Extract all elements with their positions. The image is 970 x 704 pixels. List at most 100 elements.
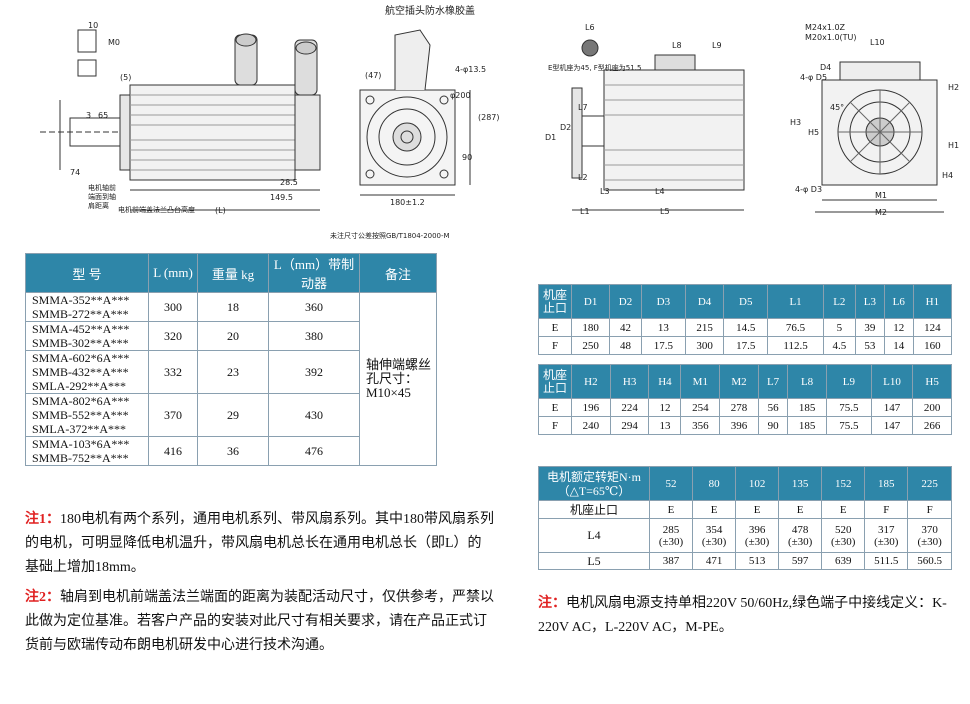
col-header: L2 xyxy=(822,284,856,319)
value-cell: 14.5 xyxy=(723,318,769,337)
frame-cell: F xyxy=(538,416,572,435)
col-header: D1 xyxy=(570,284,611,319)
value-cell: 56 xyxy=(757,398,789,417)
svg-text:4-φ D5: 4-φ D5 xyxy=(800,73,827,82)
l4-cell: 285(±30) xyxy=(648,518,694,553)
table-row: SMMA-452**A***SMMB-302**A*** 320 20 380 xyxy=(25,321,437,351)
value-cell: 356 xyxy=(680,416,721,435)
col-header: L10 xyxy=(870,364,914,399)
note-3-label: 注： xyxy=(538,596,566,611)
motor-flange-view xyxy=(359,29,471,196)
col-weight: 重量 kg xyxy=(197,253,269,293)
svg-text:90: 90 xyxy=(462,153,472,162)
l4-cell: 317(±30) xyxy=(864,518,909,553)
note-1-text: 180电机有两个系列，通用电机系列、带风扇系列。其中180带风扇系列的电机，可明… xyxy=(25,512,494,575)
svg-text:L10: L10 xyxy=(870,38,885,47)
length-cell: 370 xyxy=(148,393,198,437)
l5-cell: 513 xyxy=(735,552,780,570)
table-row: 机座止口 E E E E E F F xyxy=(538,500,952,519)
svg-text:149.5: 149.5 xyxy=(270,193,293,202)
col-header: L3 xyxy=(854,284,885,319)
col-torque: 电机额定转矩N·m（△T=65℃） xyxy=(538,466,650,501)
table-row: SMMA-602*6A***SMMB-432**A***SMLA-292**A*… xyxy=(25,350,437,394)
svg-text:L9: L9 xyxy=(712,41,722,50)
weight-cell: 18 xyxy=(197,292,269,322)
torque-header: 152 xyxy=(821,466,866,501)
svg-text:H2: H2 xyxy=(948,83,959,92)
value-cell: 13 xyxy=(648,416,682,435)
table-row: SMMA-352**A***SMMB-272**A*** 300 18 360 … xyxy=(25,292,437,466)
svg-text:(47): (47) xyxy=(365,71,381,80)
value-cell: 294 xyxy=(609,416,650,435)
svg-text:D2: D2 xyxy=(560,123,571,132)
value-cell: 185 xyxy=(787,398,827,417)
weight-cell: 36 xyxy=(197,436,269,466)
l4-cell: 354(±30) xyxy=(692,518,737,553)
svg-text:M0: M0 xyxy=(108,38,120,47)
length-cell: 300 xyxy=(148,292,198,322)
value-cell: 147 xyxy=(870,398,914,417)
col-header: M1 xyxy=(680,364,721,399)
note-1: 注1：180电机有两个系列，通用电机系列、带风扇系列。其中180带风扇系列的电机… xyxy=(25,508,495,580)
col-header: L1 xyxy=(767,284,824,319)
col-frame: 机座止口 xyxy=(538,364,572,399)
note-3: 注：电机风扇电源支持单相220V 50/60Hz,绿色端子中接线定义：K-220… xyxy=(538,592,958,640)
svg-text:10: 10 xyxy=(88,21,98,30)
motor-side-view xyxy=(40,29,321,211)
col-header: D4 xyxy=(684,284,725,319)
value-cell: 75.5 xyxy=(825,416,872,435)
col-header: D2 xyxy=(609,284,642,319)
value-cell: 13 xyxy=(640,318,686,337)
value-cell: 17.5 xyxy=(723,336,769,355)
model-cell: SMMA-602*6A***SMMB-432**A***SMLA-292**A*… xyxy=(25,350,149,394)
col-header: H3 xyxy=(609,364,650,399)
value-cell: 266 xyxy=(912,416,952,435)
value-cell: 112.5 xyxy=(767,336,824,355)
table-row: L4 285(±30) 354(±30) 396(±30) 478(±30) 5… xyxy=(538,518,952,553)
col-remark: 备注 xyxy=(359,253,437,293)
value-cell: 5 xyxy=(822,318,856,337)
col-header: L9 xyxy=(825,364,872,399)
col-header: H1 xyxy=(912,284,953,319)
col-length-brake: L（mm）带制动器 xyxy=(268,253,360,293)
frame-note: E型机座为45, F型机座为51.5 xyxy=(548,63,641,72)
connector-cover-label: 航空插头防水橡胶盖 xyxy=(385,4,475,17)
table-row: SMMA-103*6A***SMMB-752**A*** 416 36 476 xyxy=(25,436,437,466)
value-cell: 12 xyxy=(648,398,682,417)
note-2-text: 轴肩到电机前端盖法兰端面的距离为装配活动尺寸，仅供参考，严禁以此做为定位基准。若… xyxy=(25,590,494,653)
svg-text:D1: D1 xyxy=(545,133,556,142)
l4-cell: 520(±30) xyxy=(821,518,866,553)
svg-text:(287): (287) xyxy=(478,113,500,122)
frame-cell: F xyxy=(864,500,909,519)
length-cell: 320 xyxy=(148,321,198,351)
length-brake-cell: 476 xyxy=(268,436,360,466)
frame-cell: E xyxy=(692,500,737,519)
torque-header: 135 xyxy=(778,466,823,501)
model-cell: SMMA-452**A***SMMB-302**A*** xyxy=(25,321,149,351)
technical-drawing: 10 M0 (5) 3 65 74 28.5 149.5 (L) 电机轴前 端面… xyxy=(40,4,959,240)
fan-motor-front-view xyxy=(815,61,944,213)
model-table: 型 号 L (mm) 重量 kg L（mm）带制动器 备注 SMMA-352**… xyxy=(25,253,437,466)
svg-text:L4: L4 xyxy=(655,187,665,196)
l5-cell: 387 xyxy=(648,552,694,570)
value-cell: 180 xyxy=(570,318,611,337)
value-cell: 250 xyxy=(570,336,611,355)
remark-cell: 轴伸端螺丝孔尺寸：M10×45 xyxy=(359,292,437,466)
weight-cell: 23 xyxy=(197,350,269,394)
value-cell: 300 xyxy=(684,336,725,355)
label-shoulder-distance: 肩距离 xyxy=(88,201,109,210)
value-cell: 48 xyxy=(609,336,642,355)
length-cell: 416 xyxy=(148,436,198,466)
svg-text:L3: L3 xyxy=(600,187,610,196)
value-cell: 76.5 xyxy=(767,318,824,337)
svg-text:3: 3 xyxy=(86,111,91,120)
value-cell: 17.5 xyxy=(640,336,686,355)
frame-cell: E xyxy=(778,500,823,519)
svg-text:D4: D4 xyxy=(820,63,831,72)
value-cell: 215 xyxy=(684,318,725,337)
value-cell: 90 xyxy=(757,416,789,435)
svg-text:M20x1.0(TU): M20x1.0(TU) xyxy=(805,33,857,42)
table-row: L5 387 471 513 597 639 511.5 560.5 xyxy=(538,552,952,570)
frame-cell: F xyxy=(538,336,572,355)
col-header: D5 xyxy=(723,284,769,319)
